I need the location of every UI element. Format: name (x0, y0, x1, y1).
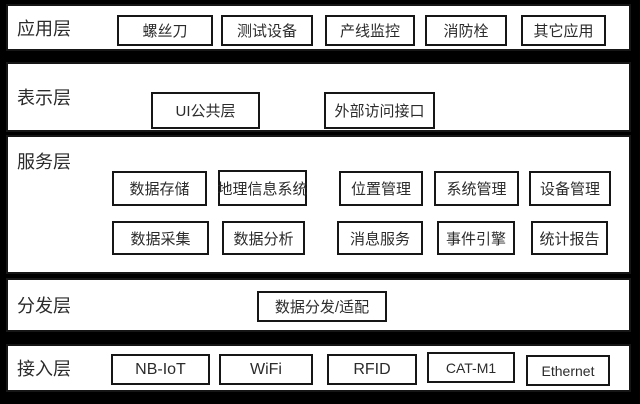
layer-label-access: 接入层 (17, 359, 71, 379)
box-fire-hydrant: 消防栓 (425, 15, 507, 46)
box-wifi: WiFi (219, 354, 313, 385)
box-event-engine: 事件引擎 (437, 221, 515, 255)
box-production-line-monitor: 产线监控 (325, 15, 415, 46)
box-message-service: 消息服务 (337, 221, 423, 255)
box-system-management: 系统管理 (434, 171, 519, 206)
box-data-storage: 数据存储 (112, 171, 207, 206)
box-other-apps: 其它应用 (521, 15, 606, 46)
layer-band-application: 应用层 螺丝刀 测试设备 产线监控 消防栓 其它应用 (6, 4, 631, 51)
box-external-access-interface: 外部访问接口 (324, 92, 435, 129)
box-statistics-report: 统计报告 (531, 221, 608, 255)
box-device-management: 设备管理 (529, 171, 611, 206)
box-screwdriver: 螺丝刀 (117, 15, 213, 46)
box-gis: 地理信息系统 (218, 170, 308, 206)
box-ethernet: Ethernet (526, 355, 610, 386)
layer-label-presentation: 表示层 (17, 88, 71, 108)
layer-label-service: 服务层 (17, 152, 71, 172)
box-location-management: 位置管理 (339, 171, 423, 206)
box-data-analysis: 数据分析 (222, 221, 305, 255)
layer-band-service: 服务层 数据存储 地理信息系统 位置管理 系统管理 设备管理 数据采集 数据分析… (6, 135, 631, 274)
box-cat-m1: CAT-M1 (427, 352, 515, 383)
layer-label-application: 应用层 (17, 18, 71, 39)
box-nb-iot: NB-IoT (111, 354, 210, 385)
box-ui-common-layer: UI公共层 (151, 92, 260, 129)
layer-band-distribution: 分发层 数据分发/适配 (6, 278, 631, 332)
layer-band-presentation: 表示层 UI公共层 外部访问接口 (6, 62, 631, 132)
box-rfid: RFID (327, 354, 417, 385)
box-test-equipment: 测试设备 (221, 15, 313, 46)
layer-label-distribution: 分发层 (17, 296, 71, 316)
box-data-dispatch-adapter: 数据分发/适配 (257, 291, 387, 322)
layer-band-access: 接入层 NB-IoT WiFi RFID CAT-M1 Ethernet (6, 344, 631, 392)
box-data-collection: 数据采集 (112, 221, 209, 255)
